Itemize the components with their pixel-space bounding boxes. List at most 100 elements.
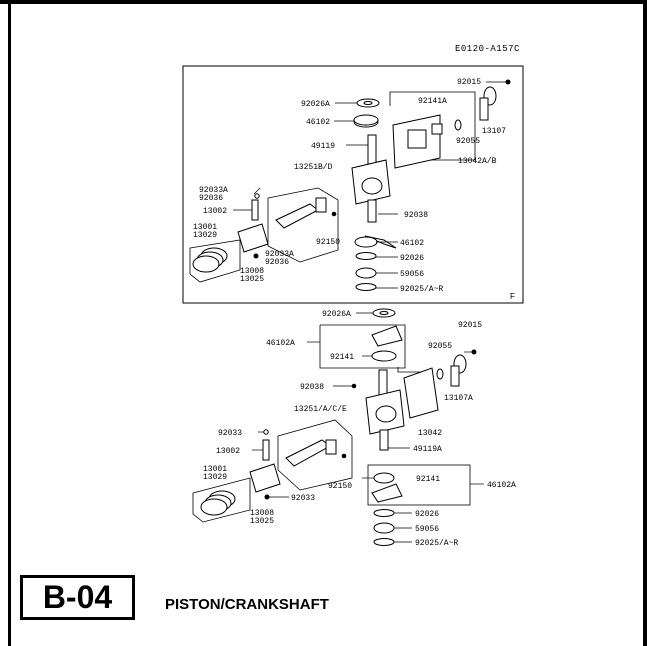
upper-conrod-bolt bbox=[331, 211, 337, 217]
lower-label-92141: 92141 bbox=[330, 353, 354, 362]
lower-cover-13042 bbox=[403, 367, 439, 419]
upper-label-92150: 92150 bbox=[316, 238, 340, 247]
upper-assembly-frame bbox=[182, 65, 524, 304]
upper-oring-92055 bbox=[454, 119, 462, 131]
lower-conrod-cap bbox=[325, 439, 337, 455]
upper-bolt-92015 bbox=[505, 79, 511, 85]
upper-part-shapes bbox=[192, 79, 511, 291]
upper-shim-92025 bbox=[355, 283, 377, 291]
lower-label-13002: 13002 bbox=[216, 447, 240, 456]
upper-callout-box-conrod bbox=[267, 187, 339, 263]
upper-balancer-weight bbox=[354, 236, 378, 248]
upper-label-13107: 13107 bbox=[482, 127, 506, 136]
lower-label-92025: 92025/A~R bbox=[415, 539, 458, 548]
upper-gear-59056 bbox=[355, 267, 377, 279]
upper-label-92036-2: 92036 bbox=[265, 258, 289, 267]
upper-piston bbox=[237, 223, 269, 253]
lower-label-13042: 13042 bbox=[418, 429, 442, 438]
lower-label-49119a: 49119A bbox=[413, 445, 442, 454]
upper-crank-shaft-bottom bbox=[367, 199, 377, 223]
upper-conrod-cap bbox=[315, 197, 327, 213]
lower-bolt-92015 bbox=[471, 349, 477, 355]
lower-part-shapes bbox=[200, 308, 477, 546]
lower-label-59056: 59056 bbox=[415, 525, 439, 534]
lower-leader-lines bbox=[252, 312, 484, 543]
lower-piston bbox=[249, 463, 281, 493]
section-code-badge: B-04 bbox=[20, 575, 135, 620]
diagram-code: E0120-A157C bbox=[455, 44, 520, 54]
lower-conrod-bolt bbox=[341, 453, 347, 459]
lower-conrod bbox=[285, 439, 331, 467]
upper-callout-box-cover bbox=[389, 91, 476, 161]
lower-label-13107a: 13107A bbox=[444, 394, 473, 403]
upper-label-59056: 59056 bbox=[400, 270, 424, 279]
lower-crank-pin bbox=[375, 405, 397, 423]
lower-balancer-46102a bbox=[371, 325, 403, 347]
upper-label-92036: 92036 bbox=[199, 194, 223, 203]
lower-shim-92025 bbox=[373, 538, 395, 546]
upper-label-92026a: 92026A bbox=[301, 100, 330, 109]
upper-label-46102b: 46102 bbox=[400, 239, 424, 248]
lower-oring-92055 bbox=[436, 368, 444, 380]
lower-label-92026a: 92026A bbox=[322, 310, 351, 319]
upper-label-13025: 13025 bbox=[240, 275, 264, 284]
lower-bearing-92141-2 bbox=[373, 472, 395, 484]
lower-label-92033: 92033 bbox=[218, 429, 242, 438]
upper-crank-pin bbox=[361, 177, 383, 195]
lower-label-92015: 92015 bbox=[458, 321, 482, 330]
upper-bearing-46102-top bbox=[353, 114, 379, 126]
lower-label-13251: 13251/A/C/E bbox=[294, 405, 347, 414]
lower-label-92055: 92055 bbox=[428, 342, 452, 351]
lower-crank-shaft-bottom bbox=[379, 429, 389, 451]
upper-clip-top bbox=[254, 193, 260, 199]
lower-balancer-46102a-2 bbox=[371, 483, 403, 503]
lower-label-92150: 92150 bbox=[328, 482, 352, 491]
frame-top-border bbox=[0, 0, 647, 4]
lower-label-92033-2: 92033 bbox=[291, 494, 315, 503]
lower-bearing-92141 bbox=[371, 350, 397, 362]
upper-leader-lines bbox=[233, 81, 506, 289]
upper-label-13002: 13002 bbox=[203, 207, 227, 216]
upper-callout-box-rings bbox=[189, 239, 241, 283]
upper-conrod bbox=[275, 203, 319, 229]
upper-box-ref: F bbox=[510, 292, 515, 301]
lower-label-92038: 92038 bbox=[300, 383, 324, 392]
lower-callout-connector bbox=[397, 367, 420, 373]
lower-callout-box-rings bbox=[192, 477, 251, 523]
upper-washer-92026 bbox=[355, 252, 377, 260]
lower-label-13029: 13029 bbox=[203, 473, 227, 482]
upper-label-92026: 92026 bbox=[400, 254, 424, 263]
upper-label-49119: 49119 bbox=[311, 142, 335, 151]
upper-ring-3 bbox=[192, 255, 220, 273]
frame-left-border bbox=[8, 0, 11, 646]
upper-label-13029: 13029 bbox=[193, 231, 217, 240]
lower-callout-box-46102a-2 bbox=[367, 464, 471, 506]
lower-piston-pin bbox=[262, 439, 270, 461]
lower-label-92026: 92026 bbox=[415, 510, 439, 519]
upper-gear-13107-shaft bbox=[479, 97, 489, 121]
lower-washer-92026 bbox=[373, 509, 395, 517]
lower-label-13001: 13001 bbox=[203, 465, 227, 474]
lower-callout-box-conrod bbox=[277, 419, 353, 491]
frame-right-border bbox=[643, 0, 647, 646]
upper-piston-pin bbox=[251, 199, 259, 221]
upper-label-92141a: 92141A bbox=[418, 97, 447, 106]
upper-label-13251bd: 13251B/D bbox=[294, 163, 333, 172]
upper-assembly: F bbox=[182, 65, 524, 304]
upper-label-92033a-2: 92033A bbox=[265, 250, 294, 259]
lower-label-46102a-2: 46102A bbox=[487, 481, 516, 490]
lower-label-13008: 13008 bbox=[250, 509, 274, 518]
lower-clip-bottom bbox=[264, 494, 270, 500]
upper-label-92015: 92015 bbox=[457, 78, 481, 87]
upper-label-13008: 13008 bbox=[240, 267, 264, 276]
upper-label-13001: 13001 bbox=[193, 223, 217, 232]
lower-label-13025: 13025 bbox=[250, 517, 274, 526]
upper-label-46102: 46102 bbox=[306, 118, 330, 127]
lower-key-92038 bbox=[351, 383, 357, 389]
upper-washer-92026a-hole bbox=[363, 101, 373, 105]
lower-clip-top bbox=[263, 429, 269, 435]
lower-label-92141-2: 92141 bbox=[416, 475, 440, 484]
upper-label-92025: 92025/A~R bbox=[400, 285, 443, 294]
lower-washer-92026a-hole bbox=[379, 311, 389, 315]
